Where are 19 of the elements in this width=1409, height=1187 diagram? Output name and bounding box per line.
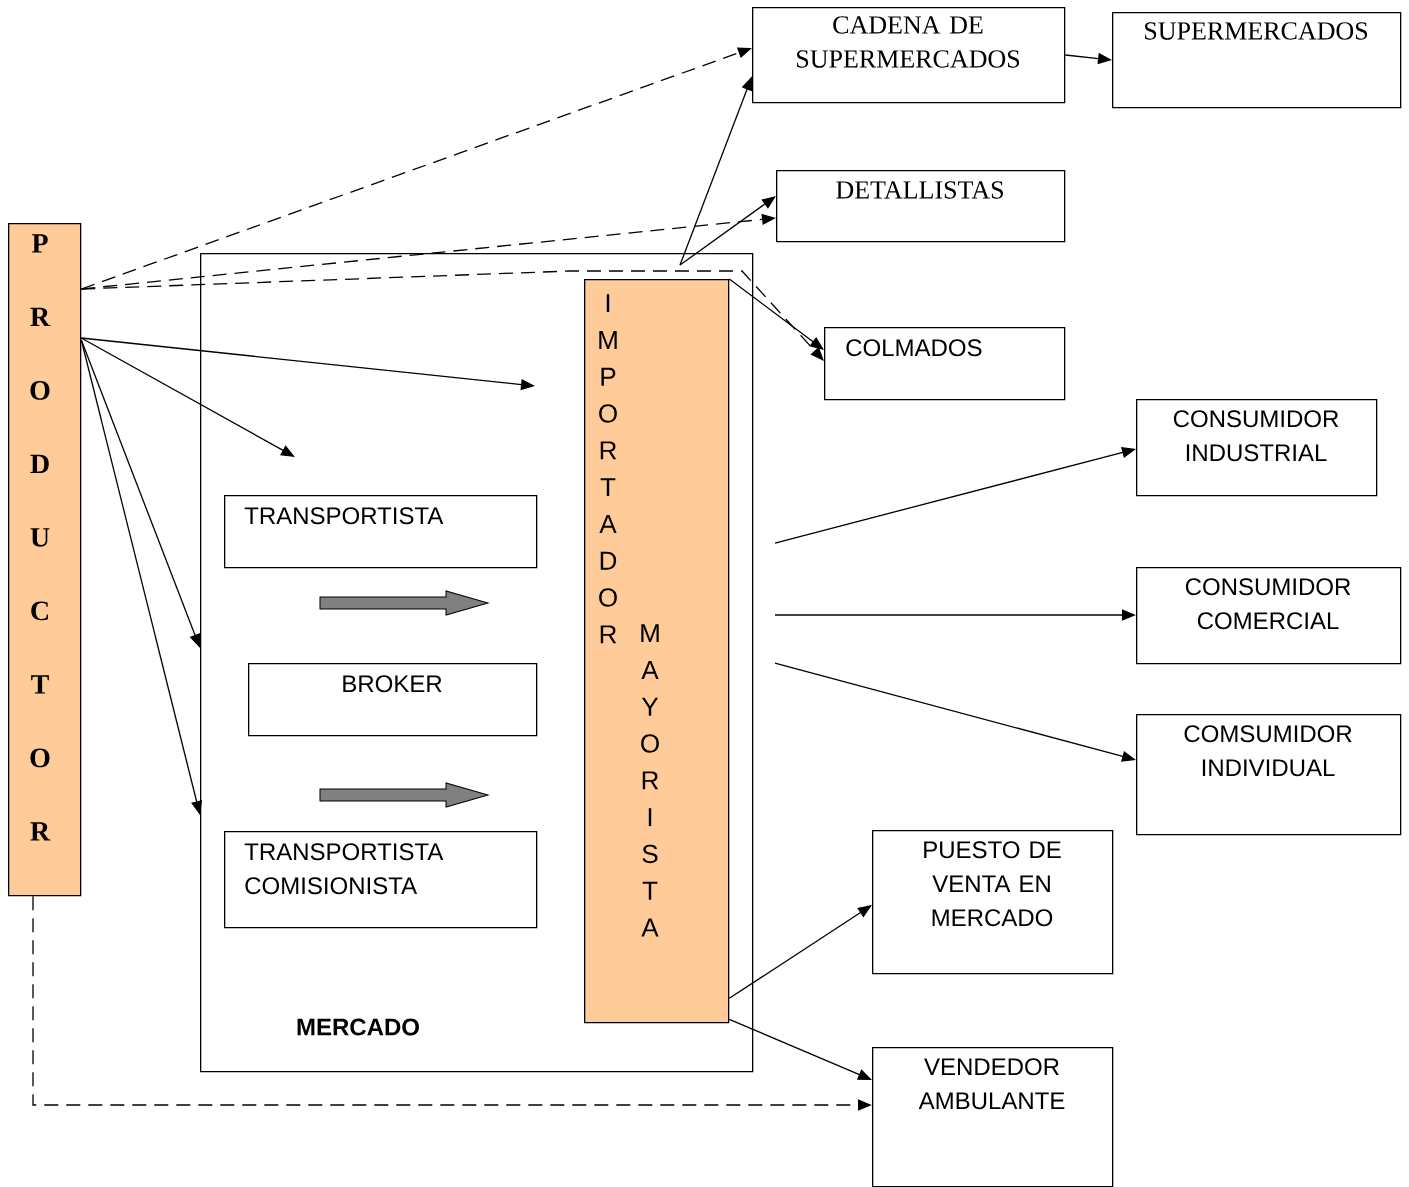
arrow (80, 337, 295, 457)
arrow (728, 905, 872, 999)
process-box: CONSUMIDOR COMERCIAL (1136, 567, 1402, 665)
process-box: COLMADOS (824, 327, 1066, 401)
arrow (80, 270, 824, 361)
arrow (728, 278, 824, 350)
process-box: SUPERMERCADOS (1112, 12, 1402, 109)
arrow (679, 196, 776, 266)
wholesaler-bar: IMPORTADOR MAYORISTA (584, 279, 730, 1024)
process-box: BROKER (248, 663, 538, 737)
process-box: COMSUMIDOR INDIVIDUAL (1136, 714, 1402, 836)
process-box: DETALLISTAS (776, 170, 1066, 243)
process-box: TRANSPORTISTA COMISIONISTA (224, 831, 538, 929)
process-box: PUESTO DE VENTA EN MERCADO (872, 830, 1114, 975)
process-box: CONSUMIDOR INDUSTRIAL (1136, 399, 1378, 497)
process-box: CADENA DE SUPERMERCADOS (752, 7, 1066, 104)
process-box: TRANSPORTISTA (224, 495, 538, 569)
process-box: VENDEDOR AMBULANTE (872, 1047, 1114, 1187)
producer-bar: PRODUCTOR (8, 223, 82, 897)
